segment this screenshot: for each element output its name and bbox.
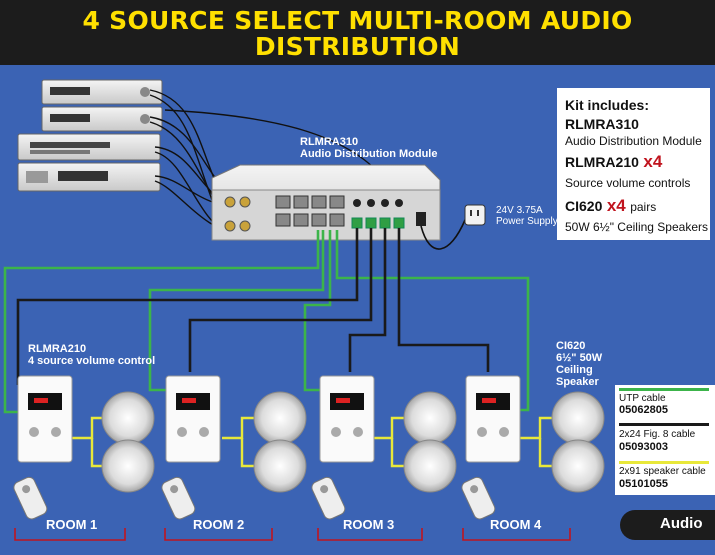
- source-device-1: [41, 79, 163, 105]
- kit-item3-description: 50W 6½" Ceiling Speakers: [565, 220, 708, 234]
- room-label-2: ROOM 2: [193, 517, 245, 532]
- fig8-legend-code: 05093003: [619, 441, 668, 453]
- module-name: RLMRA310: [300, 136, 359, 148]
- source-device-2: [41, 106, 163, 132]
- remote-controls: [13, 476, 496, 520]
- page-title-line-2: DISTRIBUTION: [254, 32, 461, 61]
- room-brackets: [14, 528, 571, 541]
- cable-legend: UTP cable 05062805 2x24 Fig. 8 cable 050…: [615, 385, 715, 495]
- power-supply-line2: Power Supply: [496, 216, 558, 227]
- speaker-legend-swatch: [619, 461, 709, 464]
- volume-control-room-4: [465, 375, 521, 463]
- volume-control-room-3: [319, 375, 375, 463]
- room-label-4: ROOM 4: [490, 517, 542, 532]
- speaker-size: 6½" 50W: [556, 352, 603, 364]
- kit-item2-quantity: x4: [643, 152, 663, 171]
- kit-item3-line: CI620 x4 pairs: [565, 196, 656, 216]
- page-title-line-1: 4 SOURCE SELECT MULTI-ROOM AUDIO: [82, 6, 633, 35]
- room-label-1: ROOM 1: [46, 517, 98, 532]
- kit-item2-line: RLMRA210 x4: [565, 152, 662, 172]
- source-device-4: [17, 162, 161, 192]
- power-supply-line1: 24V 3.75A: [496, 205, 543, 216]
- ceiling-speakers: [101, 391, 605, 493]
- kit-includes-box: Kit includes: RLMRA310 Audio Distributio…: [557, 88, 710, 240]
- kit-item3-quantity: x4: [606, 196, 626, 215]
- volume-control-room-2: [165, 375, 221, 463]
- fig8-legend-label: 2x24 Fig. 8 cable: [619, 429, 696, 440]
- speaker-legend-code: 05101055: [619, 478, 668, 490]
- utp-cables: [3, 230, 530, 414]
- speaker-cables: [70, 416, 553, 468]
- speaker-line3: Ceiling: [556, 364, 593, 376]
- kit-item3-suffix: pairs: [630, 200, 657, 214]
- volume-control-name: RLMRA210: [28, 343, 87, 355]
- kit-item1-description: Audio Distribution Module: [565, 134, 702, 148]
- source-device-3: [17, 133, 161, 161]
- speaker-legend-label: 2x91 speaker cable: [619, 466, 706, 477]
- fig8-legend-swatch: [619, 423, 709, 426]
- module-description: Audio Distribution Module: [300, 148, 438, 160]
- kit-item2-name: RLMRA210: [565, 154, 639, 170]
- utp-legend-swatch: [619, 388, 709, 391]
- kit-item2-description: Source volume controls: [565, 176, 691, 190]
- kit-title: Kit includes:: [565, 97, 650, 113]
- header-bar: 4 SOURCE SELECT MULTI-ROOM AUDIO DISTRIB…: [0, 0, 715, 65]
- audio-badge: Audio: [620, 510, 715, 540]
- audio-badge-label: Audio: [660, 515, 703, 532]
- kit-item1-name: RLMRA310: [565, 116, 639, 132]
- fig8-cables: [16, 228, 490, 385]
- power-supply-cable: [420, 204, 486, 250]
- utp-legend-code: 05062805: [619, 404, 668, 416]
- speaker-line4: Speaker: [556, 376, 599, 388]
- volume-control-room-1: [17, 375, 73, 463]
- kit-item3-name: CI620: [565, 198, 603, 214]
- volume-control-description: 4 source volume control: [28, 355, 156, 367]
- wiring-diagram: [3, 79, 653, 541]
- audio-distribution-module: [211, 164, 441, 241]
- room-label-3: ROOM 3: [343, 517, 395, 532]
- utp-legend-label: UTP cable: [619, 393, 666, 404]
- speaker-name: CI620: [556, 340, 586, 352]
